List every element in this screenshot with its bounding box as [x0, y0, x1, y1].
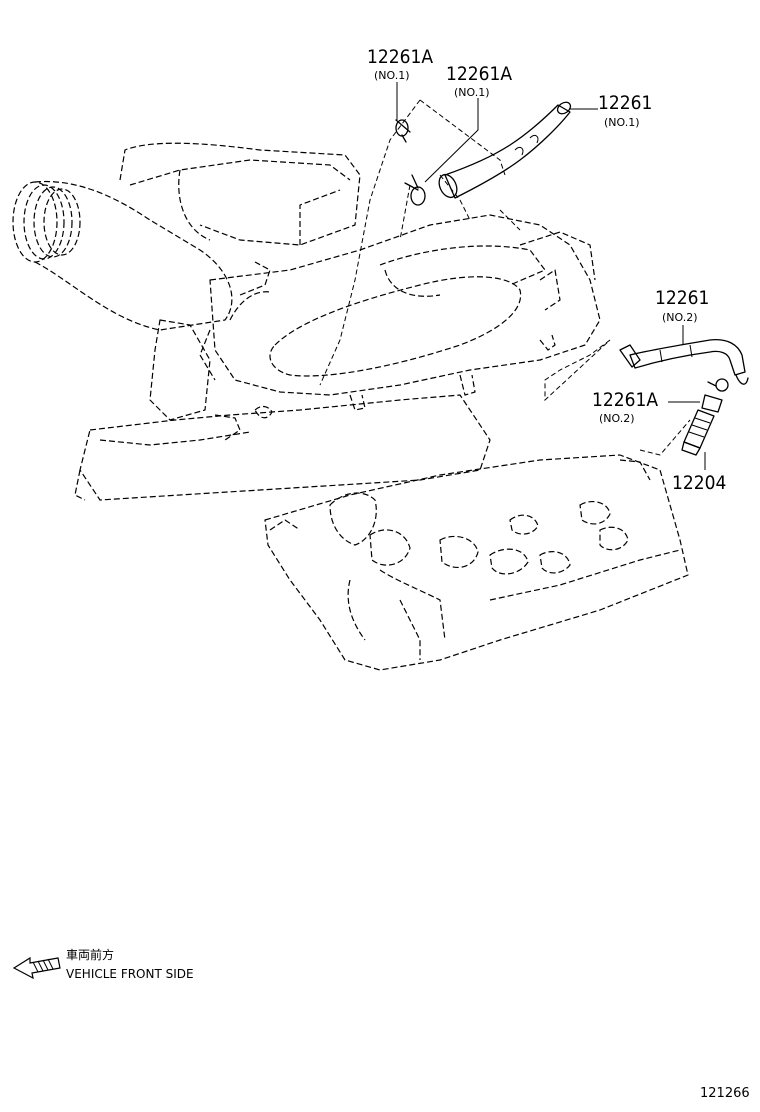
air-cleaner-duct	[12, 142, 361, 331]
legend-label-jp: 車両前方	[66, 947, 114, 962]
callout-12261a-no2-qualifier: (NO.2)	[599, 412, 635, 425]
callout-12261-no2: 12261	[655, 287, 709, 309]
callout-12204: 12204	[672, 472, 726, 494]
clip-12261a-no1-upper	[395, 119, 411, 143]
callout-12261-no1-qualifier: (NO.1)	[604, 116, 640, 129]
assembly-guide-lines	[319, 99, 691, 456]
cylinder-head-cover-right	[264, 454, 689, 671]
intake-manifold	[199, 214, 601, 411]
hose-12261-no1	[438, 101, 572, 199]
vehicle-front-legend: 車両前方 VEHICLE FRONT SIDE	[12, 947, 194, 981]
legend-label-en: VEHICLE FRONT SIDE	[66, 967, 194, 981]
callout-12261a-no1-a-qualifier: (NO.1)	[374, 69, 410, 82]
callout-12261a-no1-a: 12261A	[367, 46, 433, 68]
hose-12261-no2	[619, 339, 749, 385]
callout-12261a-no1-b: 12261A	[446, 63, 512, 85]
cylinder-head-left	[74, 319, 491, 501]
leader-lines	[396, 82, 706, 470]
callout-12261a-no2: 12261A	[592, 389, 658, 411]
catalog-number: 121266	[700, 1086, 750, 1101]
clip-12261a-no1-lower	[404, 174, 426, 206]
pcv-valve-12204	[681, 394, 723, 456]
callout-12261a-no1-b-qualifier: (NO.1)	[454, 86, 490, 99]
callout-12261-no1: 12261	[598, 92, 652, 114]
callout-12261-no2-qualifier: (NO.2)	[662, 311, 698, 324]
clip-12261a-no2	[707, 378, 729, 392]
vehicle-front-arrow-icon	[12, 956, 61, 980]
